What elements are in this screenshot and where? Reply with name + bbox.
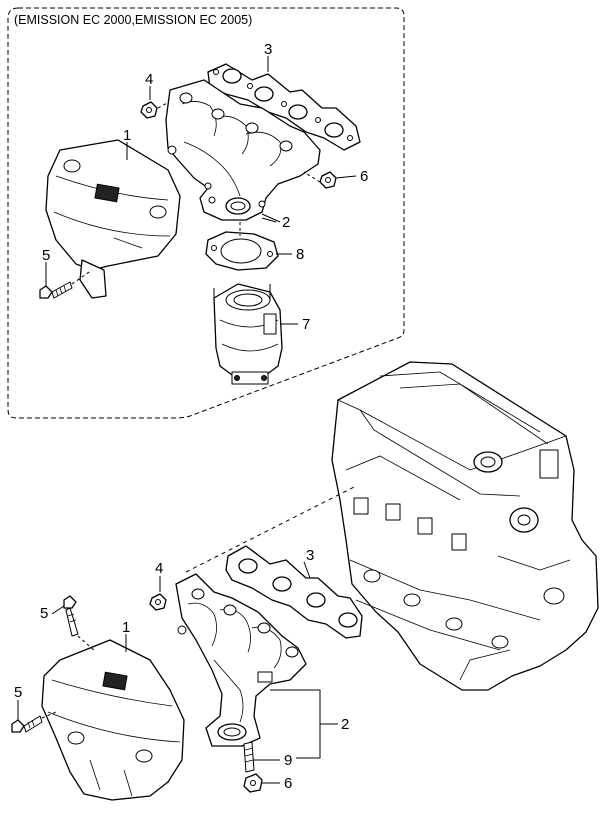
callout-6-upper: 6: [360, 168, 368, 185]
callout-2-upper: 2: [282, 214, 290, 231]
bolt-upper: [39, 281, 73, 299]
manifold-lower: [175, 573, 307, 747]
callout-1-lower: 1: [122, 619, 130, 636]
engine-block: [331, 361, 599, 691]
callout-1-upper: 1: [123, 127, 131, 144]
callout-4-upper: 4: [145, 71, 153, 88]
manifold-upper: [165, 79, 321, 221]
nut-6-upper: [319, 171, 337, 189]
callout-3-upper: 3: [264, 41, 272, 58]
gasket-upper: [207, 63, 361, 151]
callout-5b-lower: 5: [14, 684, 22, 701]
callout-3-lower: 3: [306, 547, 314, 564]
callout-2-lower: 2: [341, 716, 349, 733]
lower-group: 1 2 3 4 5 5 6 9: [11, 545, 363, 801]
nut-6-lower: [243, 773, 263, 793]
emission-variant-box: [7, 7, 405, 419]
callout-5a-lower: 5: [40, 605, 48, 622]
nut-lower: [149, 593, 167, 611]
callout-5-upper: 5: [42, 247, 50, 264]
heat-shield-upper: [45, 139, 181, 299]
heat-shield-lower: [41, 639, 185, 801]
nut-upper: [140, 101, 158, 119]
callout-7-upper: 7: [302, 316, 310, 333]
callout-4-lower: 4: [155, 560, 163, 577]
flange-gasket: [205, 231, 279, 271]
bolt-lower-a: [63, 595, 79, 637]
upper-group: 1 2 3 4 5 6 7 8: [39, 41, 368, 385]
stud-lower: [243, 741, 255, 773]
gasket-lower: [225, 545, 363, 639]
callout-6-lower: 6: [284, 775, 292, 792]
emission-header: (EMISSION EC 2000,EMISSION EC 2005): [14, 13, 252, 27]
callout-8-upper: 8: [296, 246, 304, 263]
catalytic-converter: [213, 283, 283, 385]
callout-9-lower: 9: [284, 752, 292, 769]
bolt-lower-b: [11, 715, 43, 733]
